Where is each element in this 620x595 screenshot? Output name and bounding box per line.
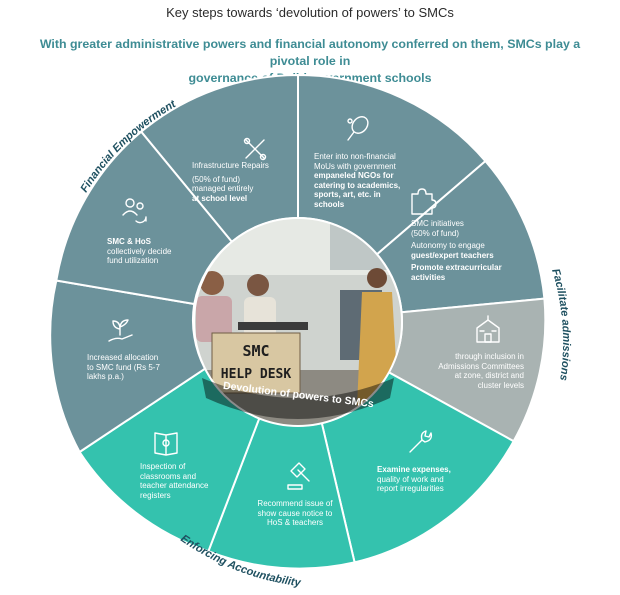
allocation-line: lakhs p.a.) xyxy=(87,372,124,382)
text-initiatives: SMC initiatives (50% of fund) Autonomy t… xyxy=(411,219,521,283)
mou-line: schools xyxy=(314,199,345,209)
plant-hand-icon xyxy=(108,319,133,342)
text-allocation: Increased allocation to SMC fund (Rs 5-7… xyxy=(87,353,187,382)
page-title: Key steps towards ‘devolution of powers’… xyxy=(166,5,454,20)
school-icon xyxy=(476,315,500,343)
gavel-icon xyxy=(287,462,310,490)
text-expenses: Examine expenses, quality of work and re… xyxy=(377,465,471,494)
mou-line: MoUs with government xyxy=(314,161,396,171)
inspection-line: registers xyxy=(140,490,171,500)
hos-line: SMC & HoS xyxy=(107,237,151,246)
text-hos: SMC & HoS collectively decide fund utili… xyxy=(107,237,201,266)
text-admissions: through inclusion in Admissions Committe… xyxy=(420,352,524,390)
expenses-line: quality of work and xyxy=(377,474,444,484)
initiatives-line: SMC initiatives xyxy=(411,219,464,228)
inspection-line: teacher attendance xyxy=(140,481,209,491)
expenses-line: Examine expenses, xyxy=(377,465,451,474)
hos-line: collectively decide xyxy=(107,246,172,256)
admissions-line: at zone, district and xyxy=(454,371,524,381)
sign-text-helpdesk: HELP DESK xyxy=(221,367,292,382)
text-inspection: Inspection of classrooms and teacher att… xyxy=(140,462,236,500)
wrench-icon xyxy=(409,430,433,453)
admissions-line: through inclusion in xyxy=(455,352,524,361)
mou-line: catering to academics, xyxy=(314,180,401,190)
initiatives-line: guest/expert teachers xyxy=(411,250,494,260)
initiatives-line: Autonomy to engage xyxy=(411,241,485,251)
inspection-line: Inspection of xyxy=(140,462,186,471)
initiatives-line: activities xyxy=(411,272,446,282)
admissions-line: cluster levels xyxy=(477,380,524,390)
text-infrastructure: Infrastructure Repairs (50% of fund) man… xyxy=(192,161,288,203)
expenses-line: report irregularities xyxy=(377,484,444,494)
text-mou: Enter into non-financial MoUs with gover… xyxy=(314,152,424,210)
text-showcause: Recommend issue of show cause notice to … xyxy=(247,499,343,528)
allocation-line: Increased allocation xyxy=(87,353,159,362)
sign-text-smc: SMC xyxy=(242,342,269,360)
showcause-line: show cause notice to xyxy=(257,508,333,518)
people-cycle-icon xyxy=(122,198,147,224)
book-icon xyxy=(154,432,178,456)
infrastructure-line: (50% of fund) xyxy=(192,174,241,184)
hos-line: fund utilization xyxy=(107,256,159,266)
group-label-admissions: Facilitate admissions xyxy=(549,267,572,381)
showcause-line: HoS & teachers xyxy=(266,518,324,528)
initiatives-line: Promote extracurricular xyxy=(411,263,502,273)
mou-line: empaneled NGOs for xyxy=(314,171,394,181)
allocation-line: to SMC fund (Rs 5-7 xyxy=(87,362,160,372)
showcause-line: Recommend issue of xyxy=(257,499,333,508)
mou-line: Enter into non-financial xyxy=(314,152,396,161)
puzzle-icon xyxy=(411,188,437,215)
subtitle-line-1: With greater administrative powers and f… xyxy=(39,37,581,68)
tools-icon xyxy=(243,137,267,161)
infrastructure-line: managed entirely xyxy=(192,184,254,194)
infrastructure-line: at school level xyxy=(192,193,248,203)
initiatives-line: (50% of fund) xyxy=(411,228,460,238)
admissions-line: Admissions Committees xyxy=(438,361,524,371)
infrastructure-line: Infrastructure Repairs xyxy=(192,161,269,170)
inspection-line: classrooms and xyxy=(140,471,197,481)
racket-icon xyxy=(347,116,369,141)
mou-line: sports, art, etc. in xyxy=(314,190,381,200)
